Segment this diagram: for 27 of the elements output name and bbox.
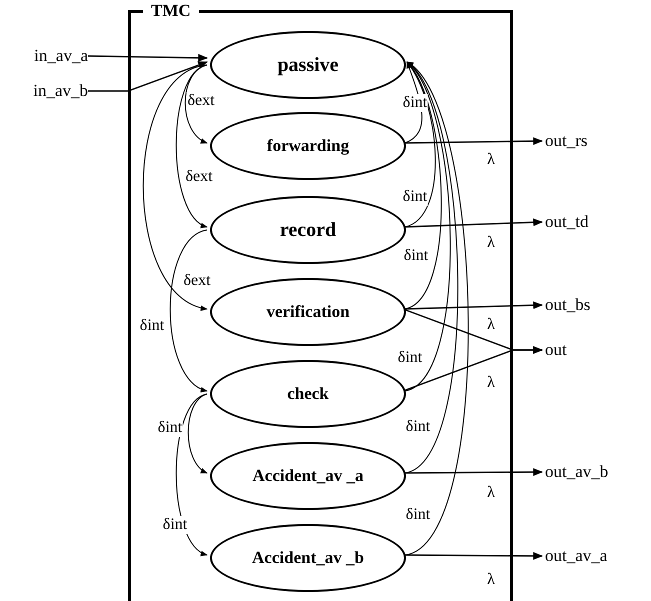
state-ellipse: Accident_av _a — [210, 442, 406, 510]
port-label: out — [545, 340, 585, 360]
transition-arrow — [404, 61, 442, 310]
edge-label: δint — [156, 419, 184, 437]
port-label: in_av_a — [8, 46, 88, 66]
port-label: out_td — [545, 212, 605, 232]
transition-arrow — [404, 61, 458, 474]
transition-arrow — [142, 64, 208, 310]
edge-label: δint — [162, 516, 188, 534]
port-label: out_av_a — [545, 546, 625, 566]
transition-arrow — [184, 64, 208, 144]
transition-arrow — [188, 394, 208, 474]
state-ellipse: verification — [210, 278, 406, 346]
port-label: out_bs — [545, 295, 605, 315]
arrow — [88, 61, 208, 92]
transition-arrow — [404, 61, 451, 392]
port-label: out_av_b — [545, 462, 625, 482]
transition-arrow — [404, 62, 469, 556]
arrow — [88, 54, 208, 62]
state-ellipse: Accident_av _b — [210, 524, 406, 592]
edge-label: δint — [402, 188, 428, 206]
transition-arrow — [404, 61, 436, 228]
edge-label: δint — [402, 94, 428, 112]
port-label: out_rs — [545, 131, 605, 151]
port-label: in_av_b — [8, 81, 88, 101]
transition-arrow — [176, 64, 208, 228]
transition-arrow — [170, 230, 208, 392]
